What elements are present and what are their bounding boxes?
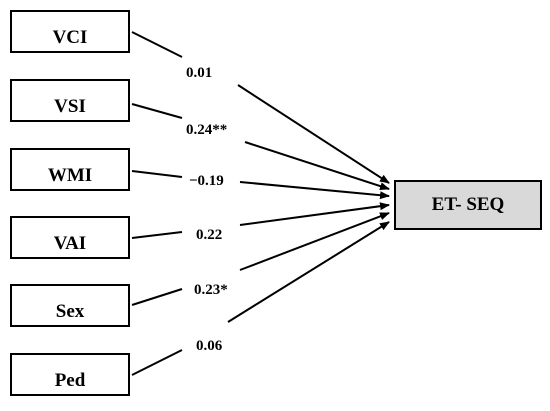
path-arrow-vci-head	[237, 84, 390, 184]
path-coefficient-vsi: 0.24**	[186, 122, 228, 138]
predictor-box-vai: VAI	[10, 216, 130, 259]
predictor-box-vci: VCI	[10, 10, 130, 53]
path-arrow-sex	[131, 288, 183, 306]
path-coefficient-ped: 0.06	[196, 338, 223, 354]
outcome-label: ET- SEQ	[431, 194, 505, 215]
predictor-box-sex: Sex	[10, 284, 130, 327]
predictor-label-wmi: WMI	[47, 165, 93, 186]
path-arrow-vsi-head	[244, 141, 390, 191]
path-coefficient-sex: 0.23*	[194, 282, 228, 298]
predictor-label-sex: Sex	[55, 301, 85, 322]
path-arrow-ped-head	[227, 221, 390, 323]
predictor-box-vsi: VSI	[10, 79, 130, 122]
path-arrow-vai-head	[239, 202, 390, 226]
outcome-box: ET- SEQ	[394, 180, 542, 230]
path-arrow-sex-head	[239, 212, 390, 271]
path-coefficient-wmi: −0.19	[189, 173, 224, 189]
path-arrow-vsi	[131, 103, 183, 119]
path-arrow-wmi	[131, 170, 183, 178]
path-arrow-vci	[131, 31, 183, 58]
predictor-label-vci: VCI	[52, 27, 88, 48]
predictor-box-wmi: WMI	[10, 148, 130, 191]
predictor-label-vsi: VSI	[54, 96, 86, 117]
predictor-box-ped: Ped	[10, 353, 130, 396]
predictor-label-vai: VAI	[53, 233, 87, 254]
path-arrow-ped	[131, 349, 183, 376]
path-coefficient-vci: 0.01	[186, 65, 213, 81]
path-arrow-wmi-head	[239, 181, 390, 200]
path-coefficient-vai: 0.22	[196, 227, 223, 243]
predictor-label-ped: Ped	[54, 370, 86, 391]
path-arrow-vai	[131, 231, 183, 239]
